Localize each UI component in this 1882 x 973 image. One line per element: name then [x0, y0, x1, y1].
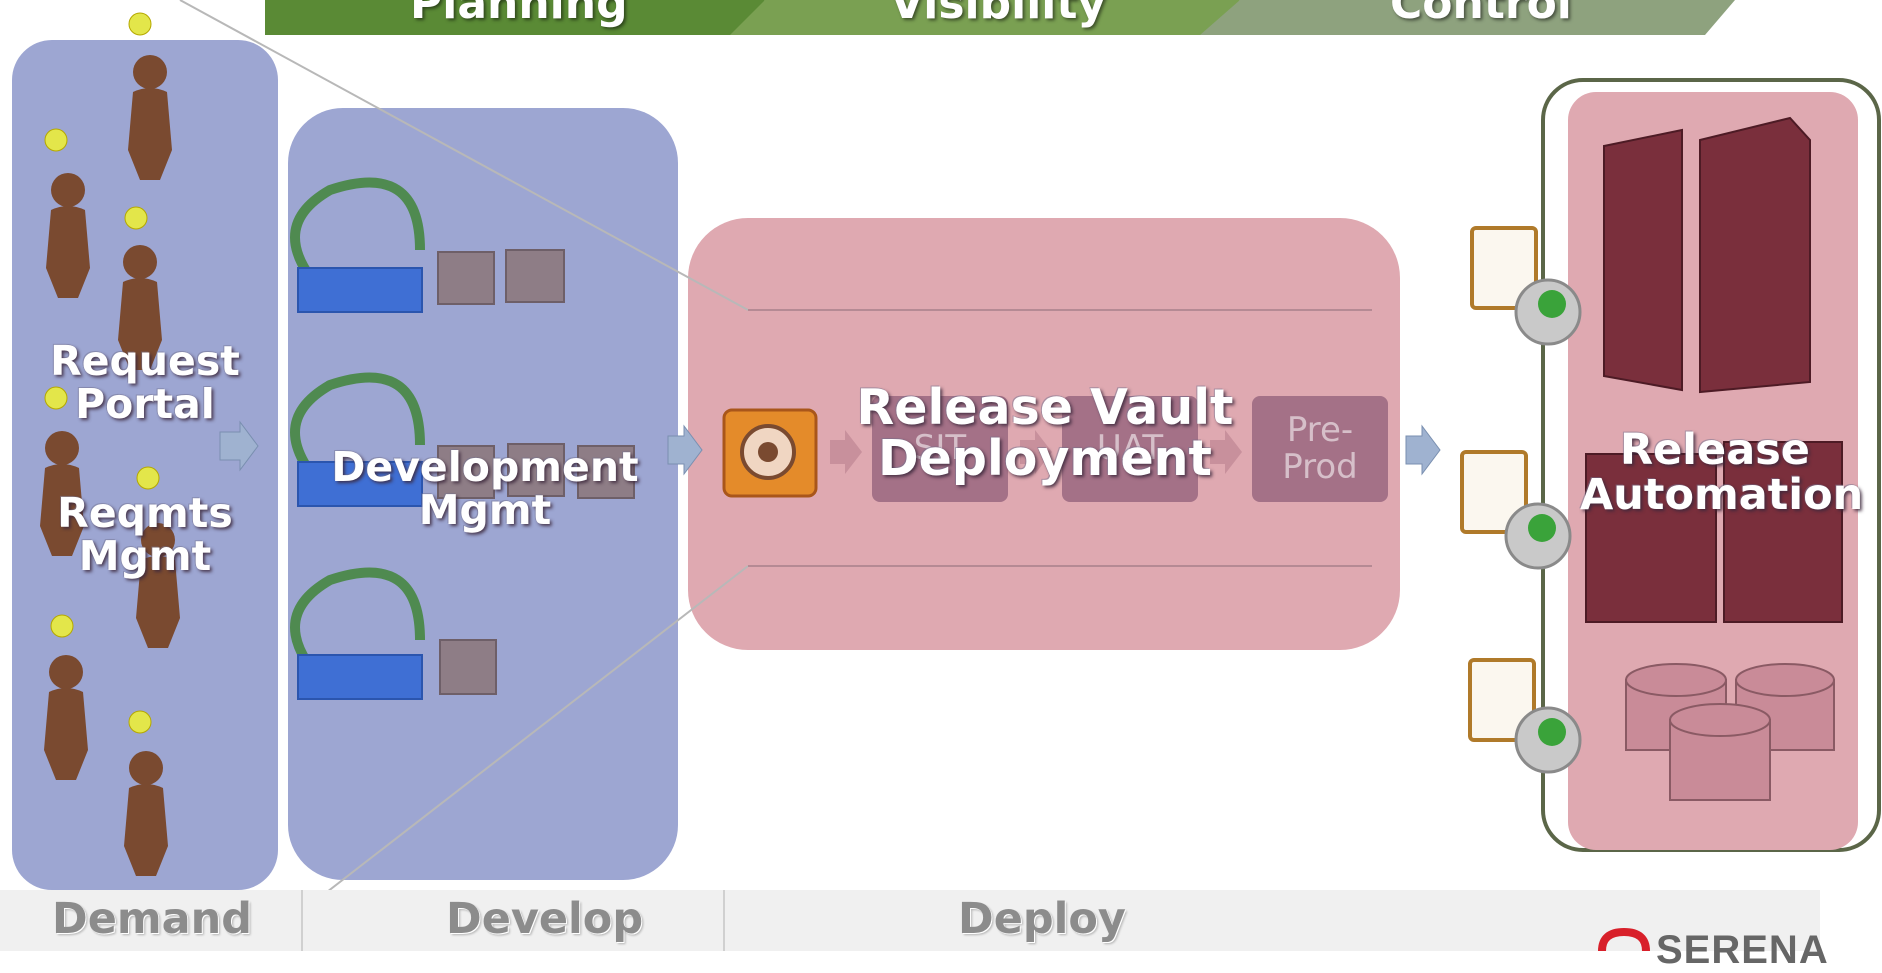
development-mgmt-label: Development Mgmt — [331, 443, 639, 535]
phase-demand: Demand — [52, 894, 253, 944]
reqmts-mgmt-label: Reqmts Mgmt — [57, 489, 233, 581]
stage-label-uat: UAT — [1096, 428, 1164, 468]
cycle-arrow-icon — [290, 177, 425, 694]
banner-visibility — [730, 0, 1240, 35]
serena-logo-icon — [1598, 927, 1650, 951]
lightbulb-icon — [44, 12, 160, 734]
release-automation-label: Release Automation — [1580, 425, 1864, 521]
stage-box-uat — [1062, 396, 1198, 502]
stage-label-sit: SIT — [913, 428, 967, 468]
phase-bar — [0, 890, 1820, 951]
banner-planning — [265, 0, 765, 35]
zoom-line-bottom — [264, 565, 749, 941]
phase-deploy: Deploy — [958, 894, 1126, 944]
request-portal-label: Request Portal — [50, 337, 240, 429]
banner-label-planning: Planning — [410, 0, 628, 29]
refresh-arrow-icon — [1528, 290, 1566, 746]
banner-label-visibility: Visibility — [890, 0, 1107, 29]
package-icon — [437, 249, 635, 695]
banner-label-control: Control — [1390, 0, 1572, 29]
arrow-icon — [219, 420, 1441, 476]
checklist-icon — [1460, 226, 1538, 742]
top-banner — [265, 0, 1735, 35]
server-icon — [1585, 116, 1843, 623]
release-vault-label: Release Vault Deployment — [856, 379, 1234, 488]
stage-arrow-icon — [830, 430, 1242, 474]
database-icon — [1625, 663, 1835, 801]
document-stack-icon — [297, 267, 423, 700]
stage-label-preprod: Pre- Prod — [1282, 410, 1358, 488]
banner-control — [1200, 0, 1735, 35]
zoom-line-top — [179, 0, 749, 311]
diagram-shapes — [0, 0, 1881, 951]
deploy-panel — [688, 218, 1400, 650]
stage-box-sit — [872, 396, 1008, 502]
stage-box-preprod — [1252, 396, 1388, 502]
phase-develop: Develop — [446, 894, 644, 944]
person-icon — [40, 55, 180, 876]
vault-safe-icon — [722, 408, 818, 498]
